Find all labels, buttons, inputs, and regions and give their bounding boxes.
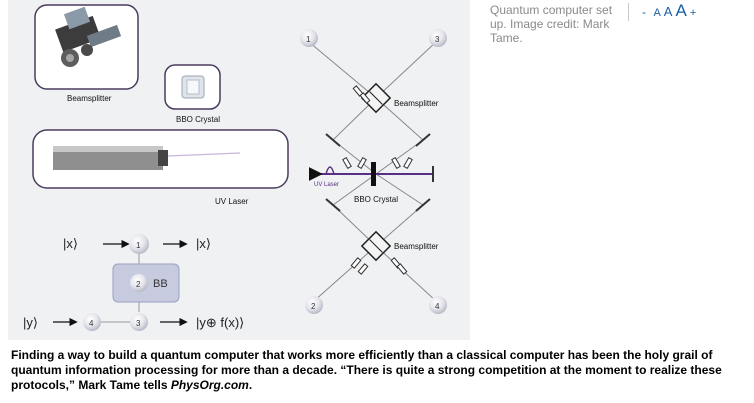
font-size-large-button[interactable]: A: [675, 1, 687, 20]
circuit-node-1-label: 1: [136, 241, 141, 250]
port-2-label: 2: [311, 302, 316, 311]
circuit-node-1: [129, 234, 149, 254]
article-text-end: .: [248, 378, 253, 392]
font-increase-button[interactable]: +: [689, 7, 697, 19]
circuit-output: |y⊕ f(x)⟩: [196, 315, 244, 330]
circuit-node-2-label: 2: [136, 280, 141, 289]
setup-beamsplitter-bottom-label: Beamsplitter: [394, 242, 439, 251]
caption-divider: [628, 3, 629, 21]
circuit-input-x: |x⟩: [63, 236, 78, 251]
port-3-label: 3: [435, 35, 440, 44]
label-bbo-crystal: BBO Crystal: [176, 115, 220, 124]
label-uv-laser: UV Laser: [215, 197, 249, 206]
port-4: [429, 296, 447, 314]
optical-setup: Beamsplitter Beamsplitter UV Laser BBO C…: [300, 29, 447, 314]
article-source-link[interactable]: PhysOrg.com: [170, 378, 249, 392]
circuit-node-4-label: 4: [89, 319, 94, 328]
bb-label: BB: [153, 278, 168, 290]
circuit-node-3: [130, 313, 148, 331]
figure-image: Beamsplitter BBO Crystal UV Laser |x⟩ 1 …: [8, 0, 470, 340]
circuit-output-x: |x⟩: [196, 236, 211, 251]
uv-laser-photo: [53, 146, 241, 170]
setup-bbo-label: BBO Crystal: [354, 195, 398, 204]
article-text: Finding a way to build a quantum compute…: [11, 348, 722, 392]
image-caption: Quantum computer set up. Image credit: M…: [490, 3, 613, 45]
article-paragraph: Finding a way to build a quantum compute…: [11, 348, 749, 393]
port-2: [305, 296, 323, 314]
port-1-label: 1: [306, 35, 311, 44]
font-size-medium-button[interactable]: A: [663, 4, 673, 19]
quantum-setup-diagram: Beamsplitter BBO Crystal UV Laser |x⟩ 1 …: [23, 4, 447, 331]
circuit-input-y: |y⟩: [23, 315, 38, 330]
font-decrease-button[interactable]: -: [642, 5, 646, 19]
bbo-crystal: [371, 162, 376, 186]
circuit-node-4: [83, 313, 101, 331]
circuit-node-2: [130, 274, 148, 292]
port-3: [429, 29, 447, 47]
setup-uv-label: UV Laser: [314, 182, 339, 188]
label-beamsplitter: Beamsplitter: [67, 94, 112, 103]
font-size-small-button[interactable]: A: [653, 7, 661, 19]
setup-beamsplitter-top-label: Beamsplitter: [394, 99, 439, 108]
circuit-diagram: |x⟩ 1 |x⟩ 2 BB |y⟩ 4 3 |y⊕ f(x)⟩: [23, 234, 244, 331]
bbo-crystal-photo: [181, 75, 205, 99]
circuit-node-3-label: 3: [136, 319, 141, 328]
beamsplitter-photo: [55, 6, 122, 67]
port-4-label: 4: [435, 302, 440, 311]
port-1: [300, 29, 318, 47]
